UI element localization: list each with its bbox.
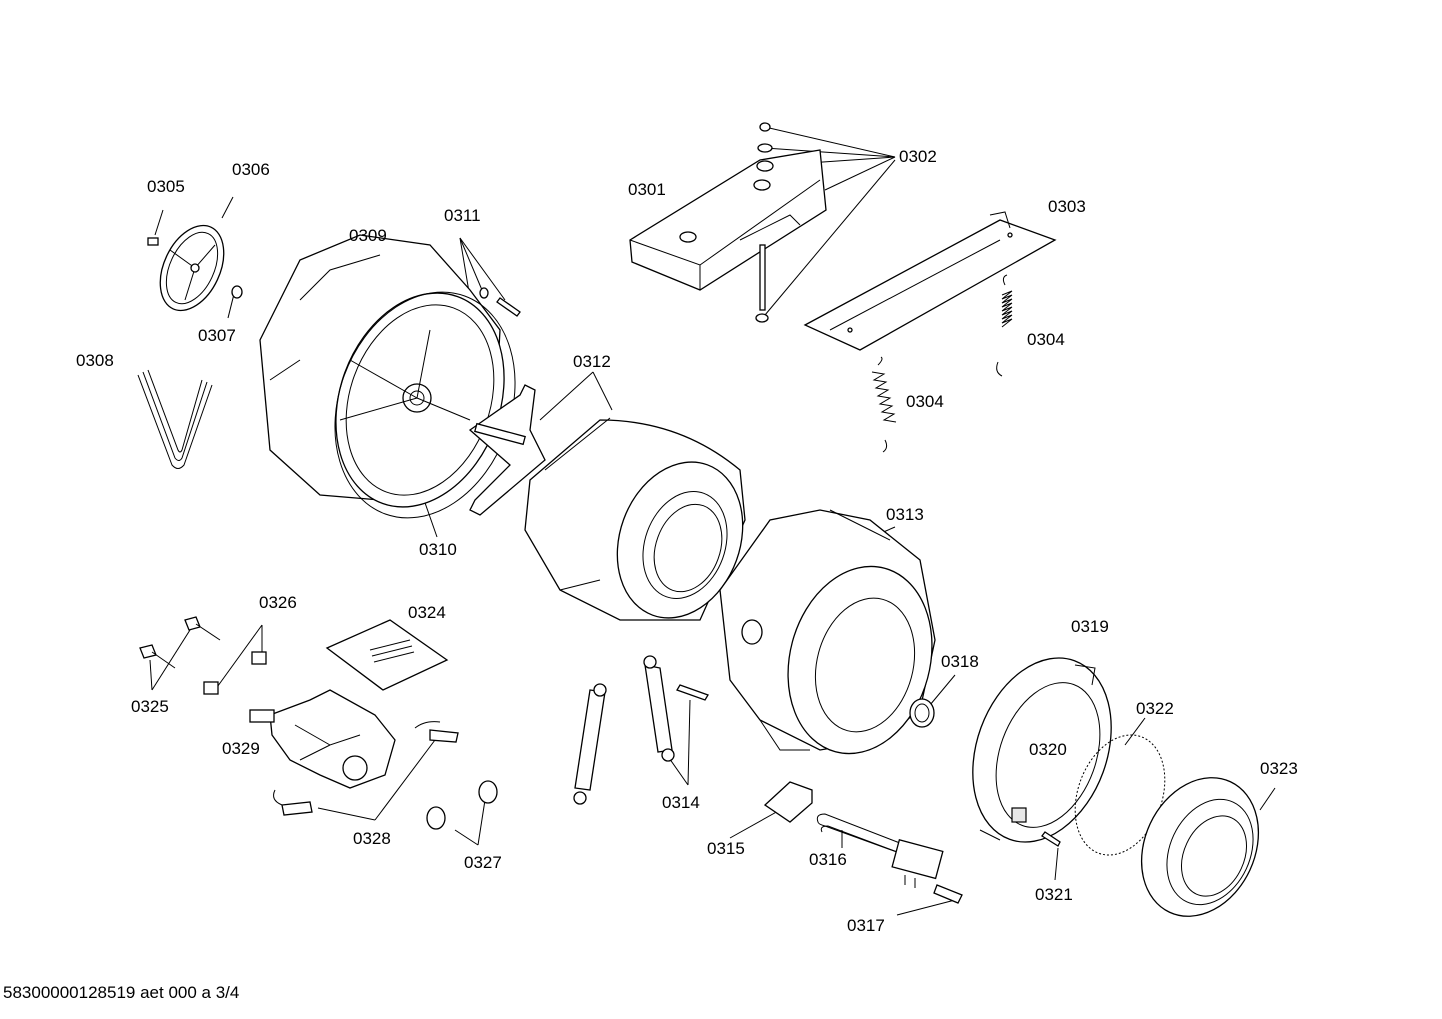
part-0325-screws[interactable] — [139, 616, 221, 669]
label-0317: 0317 — [847, 916, 885, 935]
part-0315-clip[interactable] — [763, 781, 813, 823]
part-0302-fasteners[interactable] — [755, 122, 774, 323]
label-0322: 0322 — [1136, 699, 1174, 718]
label-0326: 0326 — [259, 593, 297, 612]
label-0311: 0311 — [444, 206, 481, 225]
label-0319: 0319 — [1071, 617, 1109, 636]
label-0303: 0303 — [1048, 197, 1086, 216]
label-0308: 0308 — [76, 351, 114, 370]
label-0328: 0328 — [353, 829, 391, 848]
part-0309-rear-tub[interactable] — [259, 234, 533, 531]
part-0311-bolt-nut[interactable] — [479, 287, 521, 317]
part-0306-pulley[interactable] — [148, 215, 237, 320]
part-0323-door-seal[interactable] — [1120, 759, 1281, 936]
part-0301-counterweight[interactable] — [629, 149, 827, 291]
part-0313-front-tub[interactable] — [719, 509, 952, 770]
label-0305: 0305 — [147, 177, 185, 196]
part-0307-nut[interactable] — [231, 285, 243, 299]
part-0327-bushings[interactable] — [426, 780, 498, 830]
label-0301: 0301 — [628, 180, 666, 199]
label-0310: 0310 — [419, 540, 457, 559]
label-0324: 0324 — [408, 603, 446, 622]
part-0318-seal[interactable] — [909, 698, 935, 728]
part-0329-motor[interactable] — [249, 689, 396, 789]
label-0314: 0314 — [662, 793, 700, 812]
part-0321-screw[interactable] — [1041, 831, 1061, 847]
part-0312-drum[interactable] — [468, 384, 764, 636]
label-0318: 0318 — [941, 652, 979, 671]
part-0314-shock-absorbers[interactable] — [573, 655, 709, 805]
label-0325: 0325 — [131, 697, 169, 716]
label-0316: 0316 — [809, 850, 847, 869]
label-0302: 0302 — [899, 147, 937, 166]
leader-lines — [149, 126, 1276, 916]
label-0321: 0321 — [1035, 885, 1073, 904]
part-0303-bracket[interactable] — [803, 211, 1057, 351]
label-0320: 0320 — [1029, 740, 1067, 759]
label-0307: 0307 — [198, 326, 236, 345]
part-0328-carbon-brushes[interactable] — [273, 721, 459, 816]
part-0320-clip[interactable] — [1011, 807, 1027, 823]
label-0309: 0309 — [349, 226, 387, 245]
part-0308-belt[interactable] — [137, 369, 213, 469]
label-0323: 0323 — [1260, 759, 1298, 778]
label-0304-lower: 0304 — [906, 392, 944, 411]
label-0312: 0312 — [573, 352, 611, 371]
label-0315: 0315 — [707, 839, 745, 858]
part-0305-screw[interactable] — [147, 237, 159, 246]
part-0324-document[interactable] — [325, 619, 449, 691]
part-0326-nuts[interactable] — [203, 651, 267, 695]
part-0304-spring-lower[interactable] — [871, 356, 897, 453]
label-0329: 0329 — [222, 739, 260, 758]
part-0317-sensor[interactable] — [933, 884, 963, 904]
part-0304-spring-upper[interactable] — [996, 274, 1013, 377]
label-0306: 0306 — [232, 160, 270, 179]
label-0327: 0327 — [464, 853, 502, 872]
label-0304-upper: 0304 — [1027, 330, 1065, 349]
document-reference-footer: 58300000128519 aet 000 a 3/4 — [3, 983, 240, 1002]
part-0316-heater[interactable] — [816, 813, 944, 888]
label-0313: 0313 — [886, 505, 924, 524]
